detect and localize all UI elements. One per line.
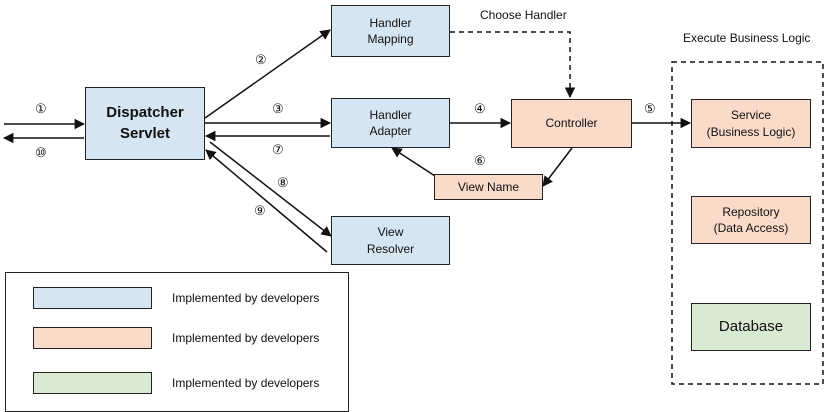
legend-text-blue: Implemented by developers (172, 291, 320, 305)
step-4-label: ④ (474, 101, 486, 116)
step-3-label: ③ (272, 101, 284, 116)
step-6-label: ⑥ (474, 153, 486, 168)
service-box: Service (Business Logic) (691, 99, 811, 148)
dispatcher-servlet-box: Dispatcher Servlet (85, 87, 205, 160)
handler-adapter-box: Handler Adapter (331, 98, 450, 148)
legend-swatch-orange (33, 327, 152, 349)
choose-handler-label: Choose Handler (480, 8, 567, 22)
business-logic-container (671, 61, 824, 385)
legend: Implemented by developers Implemented by… (5, 272, 349, 412)
execute-business-logic-label: Execute Business Logic (683, 31, 811, 45)
step-10-label: ⑩ (35, 145, 47, 160)
view-name-box: View Name (434, 174, 543, 200)
step-2-label: ② (255, 52, 267, 67)
arrow-choose-handler (450, 31, 576, 99)
step-1-label: ① (35, 101, 47, 116)
legend-swatch-green (33, 372, 152, 394)
arrow-step-8 (209, 141, 332, 237)
arrow-step-9 (205, 149, 328, 253)
arrow-controller-view-name (542, 147, 573, 187)
arrow-step-2 (204, 29, 331, 119)
handler-mapping-box: Handler Mapping (331, 5, 450, 57)
arrow-step-6 (391, 147, 436, 177)
step-7-label: ⑦ (272, 142, 284, 157)
legend-swatch-blue (33, 287, 152, 309)
diagram-canvas: Choose Handler Execute Business Logic Di… (2, 5, 824, 412)
connector-layer (2, 29, 824, 385)
database-box: Database (691, 303, 811, 351)
legend-text-green: Implemented by developers (172, 376, 320, 390)
step-9-label: ⑨ (254, 203, 266, 218)
step-5-label: ⑤ (644, 101, 656, 116)
repository-box: Repository (Data Access) (691, 196, 811, 244)
step-8-label: ⑧ (277, 175, 289, 190)
view-resolver-box: View Resolver (331, 216, 450, 265)
legend-text-orange: Implemented by developers (172, 331, 320, 345)
controller-box: Controller (511, 99, 632, 148)
